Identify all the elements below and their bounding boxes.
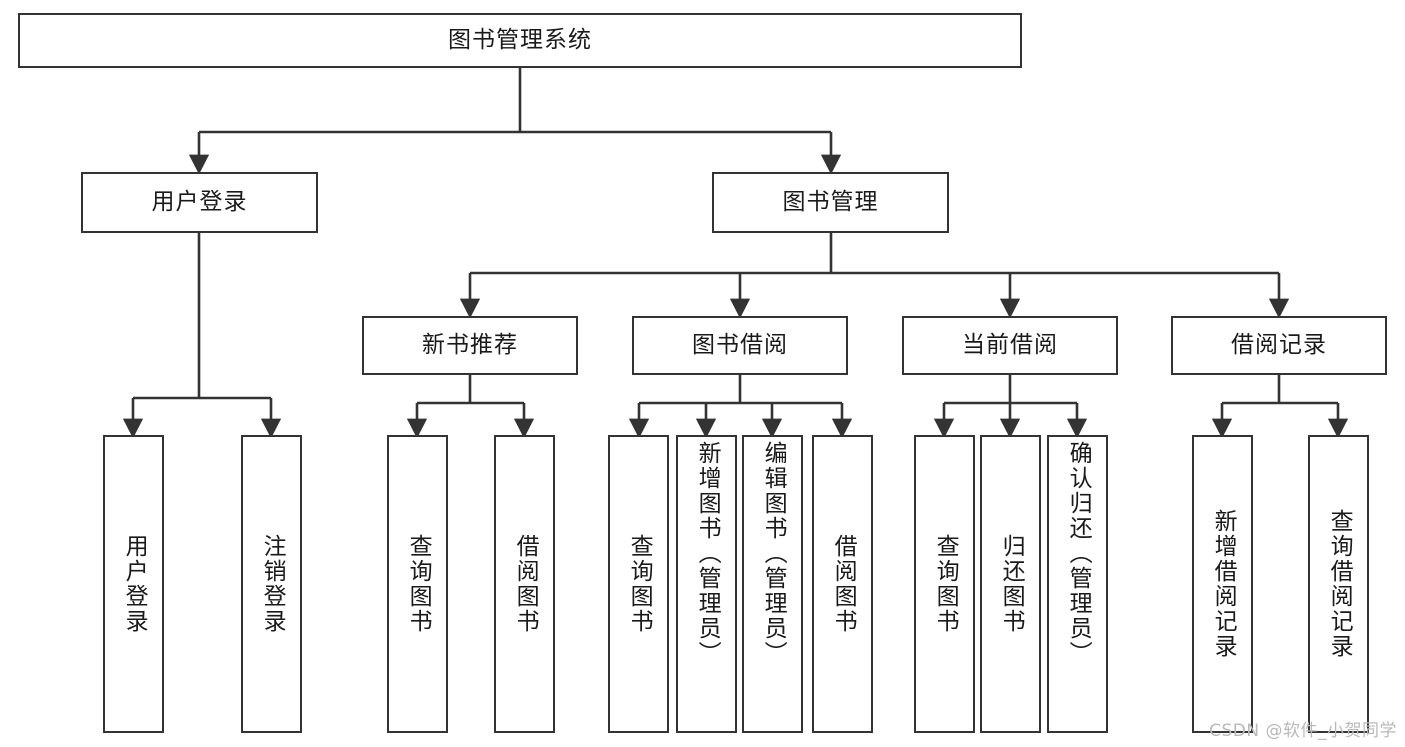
node-leaf-edit-book[interactable]: 编辑图书（管理员） (742, 435, 803, 733)
node-label: 借阅记录 (1231, 331, 1327, 358)
node-label: 查询图书 (932, 534, 959, 634)
node-label: 借阅图书 (830, 534, 857, 634)
node-user-login[interactable]: 用户登录 (81, 172, 318, 233)
node-label: 图书借阅 (692, 331, 788, 358)
node-label: 借阅图书 (512, 534, 539, 634)
node-label: 当前借阅 (962, 331, 1058, 358)
node-leaf-query-book-current[interactable]: 查询图书 (914, 435, 975, 733)
node-leaf-query-book-recommend[interactable]: 查询图书 (387, 435, 448, 733)
node-label: 新增图书（管理员） (694, 441, 721, 666)
node-current-borrow[interactable]: 当前借阅 (902, 316, 1118, 375)
node-leaf-logout-login[interactable]: 注销登录 (241, 435, 302, 733)
node-label: 用户登录 (121, 534, 148, 634)
node-leaf-add-book[interactable]: 新增图书（管理员） (676, 435, 737, 733)
node-book-borrow[interactable]: 图书借阅 (632, 316, 848, 375)
node-leaf-user-login[interactable]: 用户登录 (103, 435, 164, 733)
node-leaf-query-book-borrow[interactable]: 查询图书 (608, 435, 669, 733)
node-label: 查询图书 (626, 534, 653, 634)
node-label: 归还图书 (998, 534, 1025, 634)
node-label: 用户登录 (151, 188, 248, 215)
watermark-text: CSDN @软件_小贺同学 (1209, 721, 1397, 741)
node-label: 编辑图书（管理员） (760, 441, 787, 666)
node-leaf-add-borrow-record[interactable]: 新增借阅记录 (1192, 435, 1253, 733)
node-leaf-query-borrow-record[interactable]: 查询借阅记录 (1308, 435, 1369, 733)
node-borrow-record[interactable]: 借阅记录 (1171, 316, 1387, 375)
node-new-book-recommend[interactable]: 新书推荐 (362, 316, 578, 375)
node-label: 查询图书 (405, 534, 432, 634)
node-root-book-management-system[interactable]: 图书管理系统 (18, 13, 1022, 68)
node-label: 查询借阅记录 (1326, 509, 1353, 659)
node-leaf-borrow-book[interactable]: 借阅图书 (812, 435, 873, 733)
node-label: 新增借阅记录 (1210, 509, 1237, 659)
node-label: 图书管理系统 (448, 26, 592, 53)
node-leaf-borrow-book-recommend[interactable]: 借阅图书 (494, 435, 555, 733)
node-label: 新书推荐 (422, 331, 518, 358)
node-leaf-return-book[interactable]: 归还图书 (980, 435, 1041, 733)
node-label: 确认归还（管理员） (1065, 441, 1092, 666)
node-book-management[interactable]: 图书管理 (712, 172, 949, 233)
node-leaf-confirm-return[interactable]: 确认归还（管理员） (1047, 435, 1108, 733)
node-label: 注销登录 (259, 534, 286, 634)
node-label: 图书管理 (782, 188, 879, 215)
